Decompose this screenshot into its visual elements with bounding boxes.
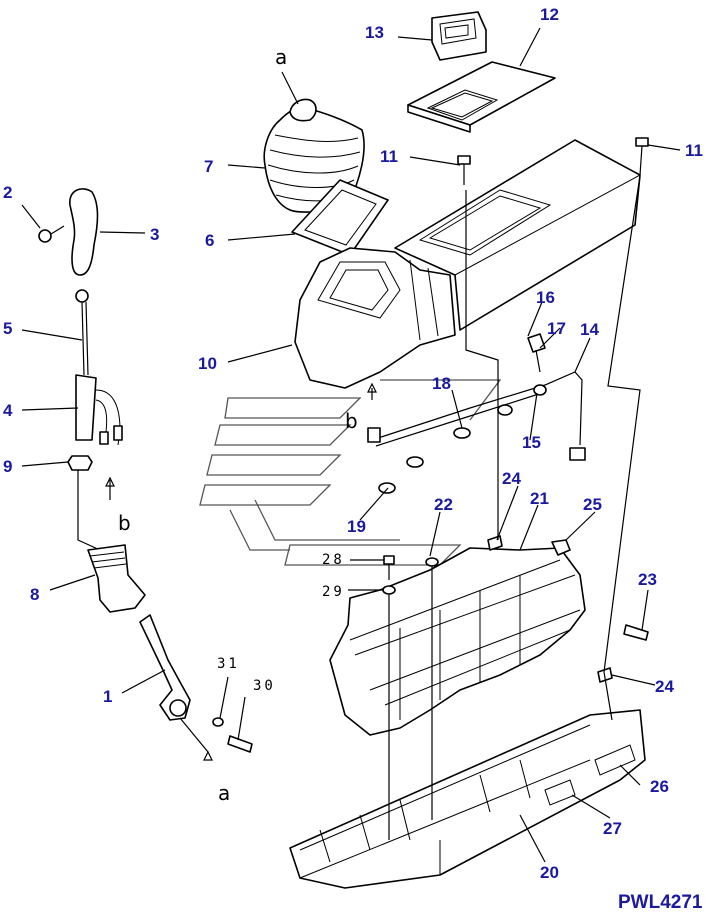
callout-31: 31 xyxy=(217,656,240,672)
part-24-clip-upper xyxy=(487,535,503,551)
callout-8: 8 xyxy=(30,585,39,604)
callout-2: 2 xyxy=(3,183,12,202)
part-20-base xyxy=(289,709,646,889)
callout-1: 1 xyxy=(103,687,112,706)
callout-12: 12 xyxy=(540,5,559,24)
callout-11-left: 11 xyxy=(380,147,398,166)
callout-4: 4 xyxy=(3,401,13,420)
console-rear-box xyxy=(394,139,641,331)
callout-7: 7 xyxy=(204,157,213,176)
callout-5: 5 xyxy=(3,319,12,338)
callout-29: 29 xyxy=(322,584,345,600)
callout-20: 20 xyxy=(540,863,559,882)
callout-3: 3 xyxy=(150,225,159,244)
callout-30: 30 xyxy=(253,678,276,694)
part-9-nut xyxy=(67,455,101,551)
part-22-screw xyxy=(425,557,439,820)
ref-letter-a-top: a xyxy=(275,45,287,69)
callout-13: 13 xyxy=(365,23,384,42)
part-29-washer xyxy=(382,585,396,840)
callout-15: 15 xyxy=(522,433,541,452)
leader-lines xyxy=(21,27,681,863)
part-2-screw xyxy=(38,225,65,243)
callout-27: 27 xyxy=(603,819,622,838)
part-30-bolt xyxy=(227,735,253,753)
part-12-cover-plate xyxy=(407,61,556,133)
part-11-bolt-right xyxy=(635,137,649,176)
part-4-switch-assembly xyxy=(75,374,123,446)
part-13-switch xyxy=(431,11,487,61)
part-31-washer xyxy=(212,717,224,727)
callout-17: 17 xyxy=(547,319,566,338)
callout-24-lower: 24 xyxy=(655,677,674,696)
callout-11-right: 11 xyxy=(685,141,703,160)
part-11-bolt-left xyxy=(457,155,471,185)
part-3-knob xyxy=(69,188,99,276)
callout-16: 16 xyxy=(536,288,555,307)
callout-14: 14 xyxy=(580,320,599,339)
assembly-lines xyxy=(105,175,641,721)
ref-letter-b-mid: b xyxy=(345,409,358,433)
drawing-code: PWL4271 xyxy=(618,892,703,913)
part-10-console-cover xyxy=(294,247,456,389)
ref-letter-b-left: b xyxy=(118,511,131,535)
callout-19: 19 xyxy=(347,517,366,536)
part-8-sleeve xyxy=(87,544,146,613)
part-1-lever xyxy=(139,614,213,761)
callout-28: 28 xyxy=(322,552,345,568)
callout-26: 26 xyxy=(650,777,669,796)
callout-18: 18 xyxy=(432,374,451,393)
part-14-harness xyxy=(367,333,586,494)
callout-6: 6 xyxy=(205,231,214,250)
callout-21: 21 xyxy=(530,489,549,508)
watermark-logo xyxy=(199,379,502,566)
part-25-nut xyxy=(551,539,571,556)
part-5-lever-rod xyxy=(75,289,89,376)
part-28-bolt xyxy=(383,555,395,580)
callout-9: 9 xyxy=(3,457,12,476)
callout-10: 10 xyxy=(198,354,217,373)
ref-letter-a-bottom: a xyxy=(218,781,230,805)
part-21-frame xyxy=(329,547,586,736)
part-23-bolt xyxy=(623,624,649,641)
callout-25: 25 xyxy=(583,495,602,514)
callout-22: 22 xyxy=(434,495,453,514)
callout-23: 23 xyxy=(638,570,657,589)
part-6-boot-frame xyxy=(291,179,389,256)
callout-24-upper: 24 xyxy=(502,469,521,488)
